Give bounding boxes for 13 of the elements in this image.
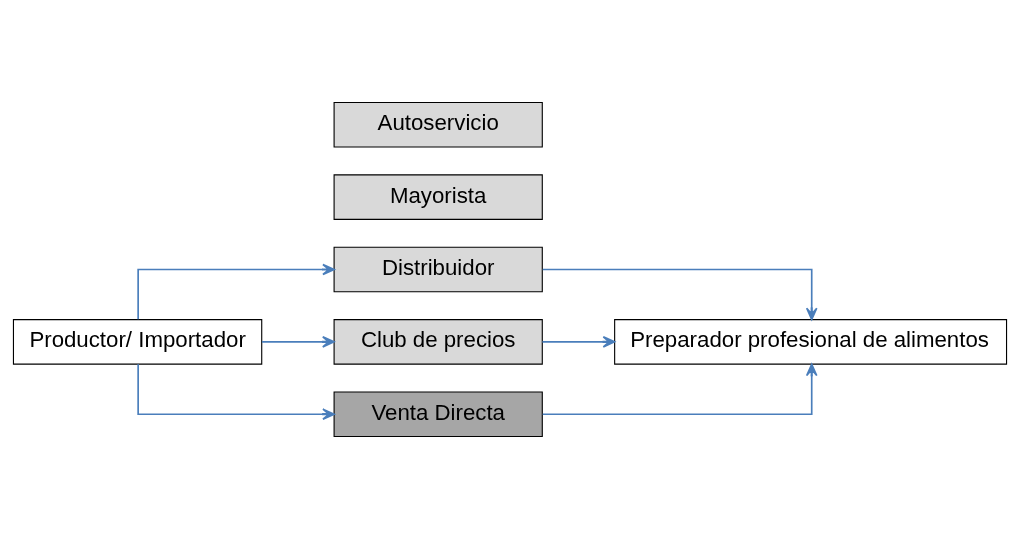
arrow (541, 336, 615, 348)
node-box: Productor/ Importador (12, 319, 262, 365)
arrow (541, 363, 818, 416)
arrow (541, 268, 818, 321)
node-box: Mayorista (333, 174, 543, 220)
node-box: Preparador profesional de alimentos (613, 319, 1007, 365)
arrow (136, 263, 335, 321)
node-box: Distribuidor (333, 246, 543, 293)
arrow (260, 336, 335, 348)
node-box: Venta Directa (333, 391, 543, 438)
node-box: Club de precios (333, 319, 543, 365)
arrow (136, 363, 335, 421)
node-box: Autoservicio (333, 101, 543, 148)
